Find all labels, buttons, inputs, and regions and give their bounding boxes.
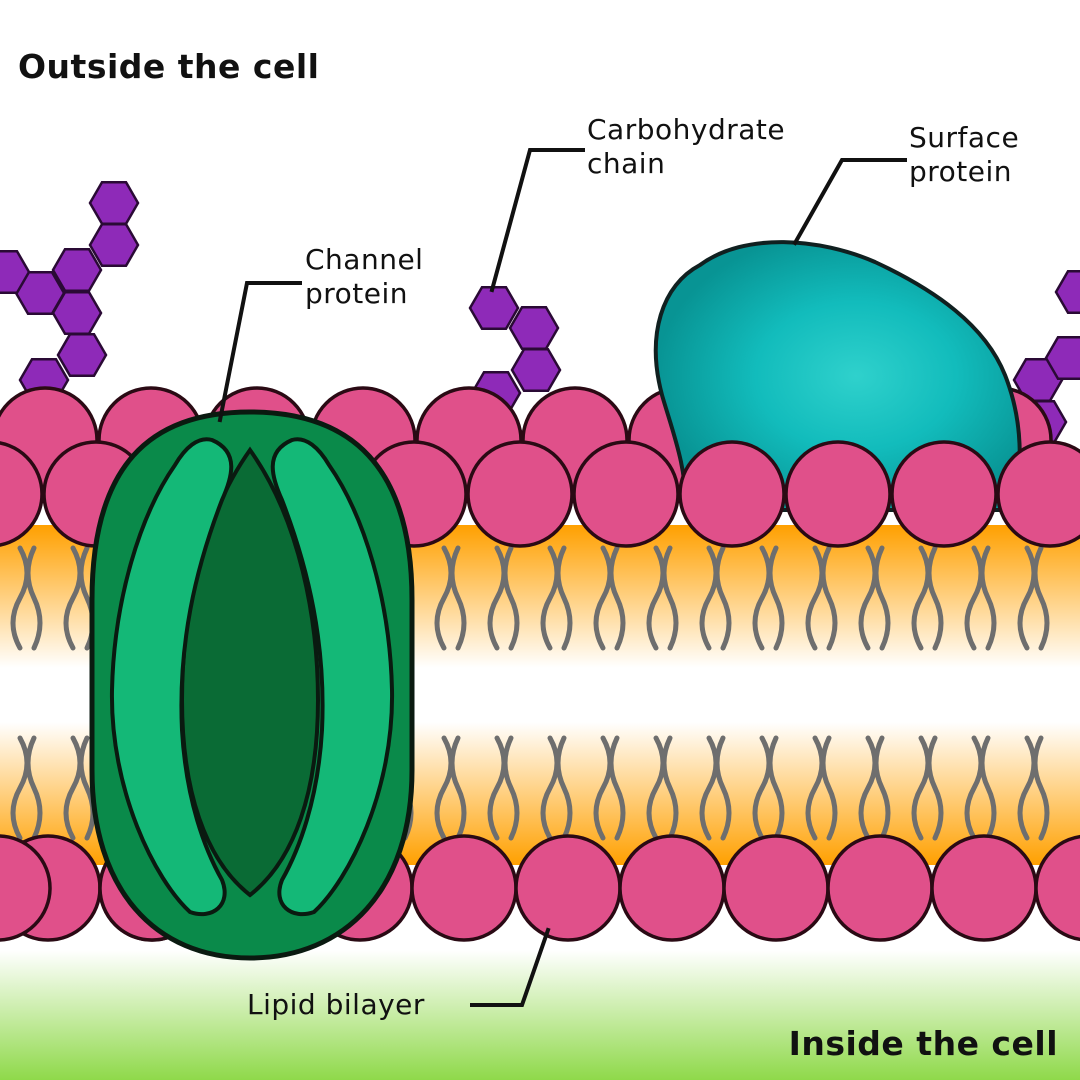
lipid-tail bbox=[1032, 735, 1050, 841]
lipid-tail bbox=[63, 735, 83, 841]
phospholipid-head bbox=[572, 440, 680, 548]
sugar-unit bbox=[88, 222, 140, 268]
channel-protein-leader bbox=[217, 281, 302, 423]
lipid-tail bbox=[593, 545, 613, 651]
phospholipid-head bbox=[0, 834, 52, 942]
carbohydrate-chain-label: Carbohydrate chain bbox=[587, 113, 786, 180]
phospholipid-head bbox=[930, 834, 1038, 942]
lipid-tail bbox=[63, 545, 83, 651]
phospholipid-head bbox=[722, 834, 830, 942]
lipid-tail bbox=[608, 735, 626, 841]
lipid-tail bbox=[926, 735, 944, 841]
lipid-tail bbox=[714, 735, 732, 841]
lipid-tail bbox=[767, 545, 785, 651]
phospholipid-head bbox=[0, 441, 44, 547]
lipid-tail bbox=[752, 545, 772, 651]
phospholipid-head bbox=[996, 440, 1080, 548]
lipid-tail bbox=[911, 545, 931, 651]
lipid-tail bbox=[25, 545, 43, 651]
leader-lines bbox=[217, 148, 907, 1007]
lipid-tail bbox=[540, 545, 560, 651]
lipid-tail bbox=[699, 735, 719, 841]
phospholipid-head bbox=[826, 834, 934, 942]
cytoplasm-area bbox=[0, 950, 1080, 1080]
lipid-tail bbox=[926, 545, 944, 651]
lipid-tail bbox=[434, 735, 454, 841]
sugar-unit bbox=[88, 180, 140, 226]
sugar-unit bbox=[51, 247, 103, 293]
lipid-tail bbox=[502, 545, 520, 651]
lipid-tail bbox=[10, 545, 30, 651]
surface-protein-label: Surface protein bbox=[909, 121, 1020, 188]
lipid-tail bbox=[540, 735, 560, 841]
lipid-tail bbox=[608, 545, 626, 651]
lipid-tail bbox=[78, 735, 96, 841]
lipid-tail bbox=[873, 545, 891, 651]
lipid-tail bbox=[593, 735, 613, 841]
phospholipid-head bbox=[678, 440, 786, 548]
lipid-tail bbox=[873, 735, 891, 841]
lipid-tail bbox=[502, 735, 520, 841]
sugar-unit bbox=[56, 332, 108, 378]
lipid-tail bbox=[555, 735, 573, 841]
lipid-tail bbox=[487, 735, 507, 841]
lipid-tail bbox=[752, 735, 772, 841]
lipid-tail bbox=[964, 735, 984, 841]
lipid-tail bbox=[858, 545, 878, 651]
lipid-tail bbox=[555, 545, 573, 651]
lipid-tail bbox=[1017, 735, 1037, 841]
lipid-tail bbox=[10, 735, 30, 841]
phospholipid-head bbox=[410, 834, 518, 942]
inside-region-label: Inside the cell bbox=[788, 1024, 1058, 1063]
sugar-unit bbox=[508, 305, 560, 351]
carbohydrate-leader bbox=[489, 148, 585, 293]
sugar-unit bbox=[0, 249, 31, 295]
lipid-tail bbox=[449, 545, 467, 651]
lipid-tail bbox=[714, 545, 732, 651]
sugar-unit bbox=[468, 285, 520, 331]
lipid-tail bbox=[1032, 545, 1050, 651]
channel-protein-label: Channel protein bbox=[305, 243, 424, 310]
lipid-tail bbox=[646, 545, 666, 651]
lipid-tail bbox=[820, 735, 838, 841]
lipid-tail bbox=[805, 545, 825, 651]
lipid-tail bbox=[979, 545, 997, 651]
lipid-bilayer-label: Lipid bilayer bbox=[247, 988, 425, 1021]
lipid-tail bbox=[434, 545, 454, 651]
phospholipid-head bbox=[1034, 834, 1080, 942]
phospholipid-head bbox=[890, 440, 998, 548]
sugar-unit bbox=[1044, 335, 1080, 381]
lipid-tail bbox=[805, 735, 825, 841]
phospholipid-head bbox=[784, 440, 892, 548]
lipid-tail bbox=[661, 735, 679, 841]
lipid-tail bbox=[25, 735, 43, 841]
lipid-tail bbox=[858, 735, 878, 841]
lipid-tail bbox=[979, 735, 997, 841]
lipid-tail bbox=[1017, 545, 1037, 651]
lipid-tail bbox=[964, 545, 984, 651]
lipid-tail bbox=[699, 545, 719, 651]
phospholipid-head bbox=[514, 834, 622, 942]
lipid-tail bbox=[487, 545, 507, 651]
phospholipid-head bbox=[466, 440, 574, 548]
surface-protein-leader bbox=[792, 158, 907, 246]
channel-protein bbox=[89, 409, 415, 961]
lipid-tail bbox=[767, 735, 785, 841]
lipid-bilayer-leader bbox=[470, 927, 551, 1007]
sugar-unit bbox=[510, 347, 562, 393]
lipid-tail bbox=[820, 545, 838, 651]
phospholipid-head bbox=[618, 834, 726, 942]
lipid-tail bbox=[449, 735, 467, 841]
sugar-unit bbox=[1054, 269, 1080, 315]
lipid-tail bbox=[646, 735, 666, 841]
outside-region-label: Outside the cell bbox=[18, 47, 320, 86]
lipid-tail bbox=[661, 545, 679, 651]
lipid-tail bbox=[911, 735, 931, 841]
